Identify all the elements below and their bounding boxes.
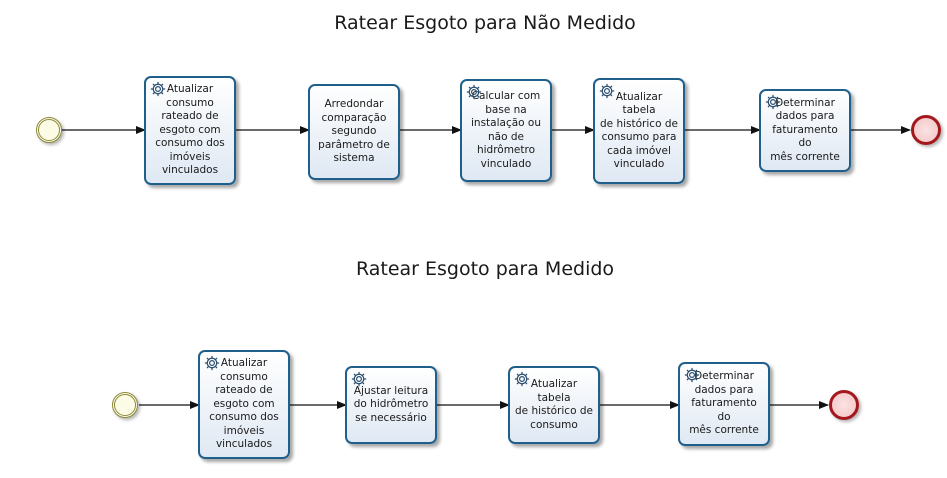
title-medido: Ratear Esgoto para Medido [355, 258, 615, 280]
task-label: Atualizar consumo rateado de esgoto com … [155, 83, 225, 177]
gear-icon [204, 355, 220, 371]
task-label: Atualizar tabela de histórico de consumo… [600, 90, 678, 171]
task-ajustar-leitura[interactable]: Ajustar leitura do hidrômetro se necessá… [345, 366, 437, 444]
gear-icon [684, 367, 700, 383]
gear-icon [765, 94, 781, 110]
task-label: Calcular com base na instalação ou não d… [471, 90, 541, 170]
task-determinar-dados[interactable]: Determinar dados para faturamento do mês… [678, 362, 770, 446]
task-atualizar-consumo-rateado[interactable]: Atualizar consumo rateado de esgoto com … [144, 76, 236, 185]
task-atualizar-tabela-historico[interactable]: Atualizar tabela de histórico de consumo… [593, 78, 685, 184]
start-event[interactable] [112, 392, 138, 418]
task-determinar-dados[interactable]: Determinar dados para faturamento do mês… [759, 89, 851, 172]
task-atualizar-consumo-rateado[interactable]: Atualizar consumo rateado de esgoto com … [198, 350, 290, 459]
gear-icon [514, 371, 530, 387]
task-label: Arredondar comparação segundo parâmetro … [318, 98, 390, 165]
task-arredondar-comparacao[interactable]: Arredondar comparação segundo parâmetro … [308, 84, 400, 180]
gear-icon [599, 83, 615, 99]
gear-icon [466, 84, 482, 100]
task-label: Atualizar tabela de histórico de consumo [515, 378, 593, 431]
start-event[interactable] [36, 117, 62, 143]
task-label: Ajustar leitura do hidrômetro se necessá… [353, 384, 429, 424]
task-label: Atualizar consumo rateado de esgoto com … [209, 357, 279, 451]
task-calcular-instalacao[interactable]: Calcular com base na instalação ou não d… [460, 79, 552, 182]
title-nao-medido: Ratear Esgoto para Não Medido [334, 12, 636, 34]
end-event[interactable] [829, 390, 859, 420]
task-label: Determinar dados para faturamento do mês… [689, 370, 759, 437]
gear-icon [150, 81, 166, 97]
task-label: Determinar dados para faturamento do mês… [770, 96, 840, 163]
gear-icon [351, 371, 367, 387]
end-event[interactable] [911, 115, 941, 145]
task-atualizar-tabela-historico[interactable]: Atualizar tabela de histórico de consumo [508, 366, 600, 444]
